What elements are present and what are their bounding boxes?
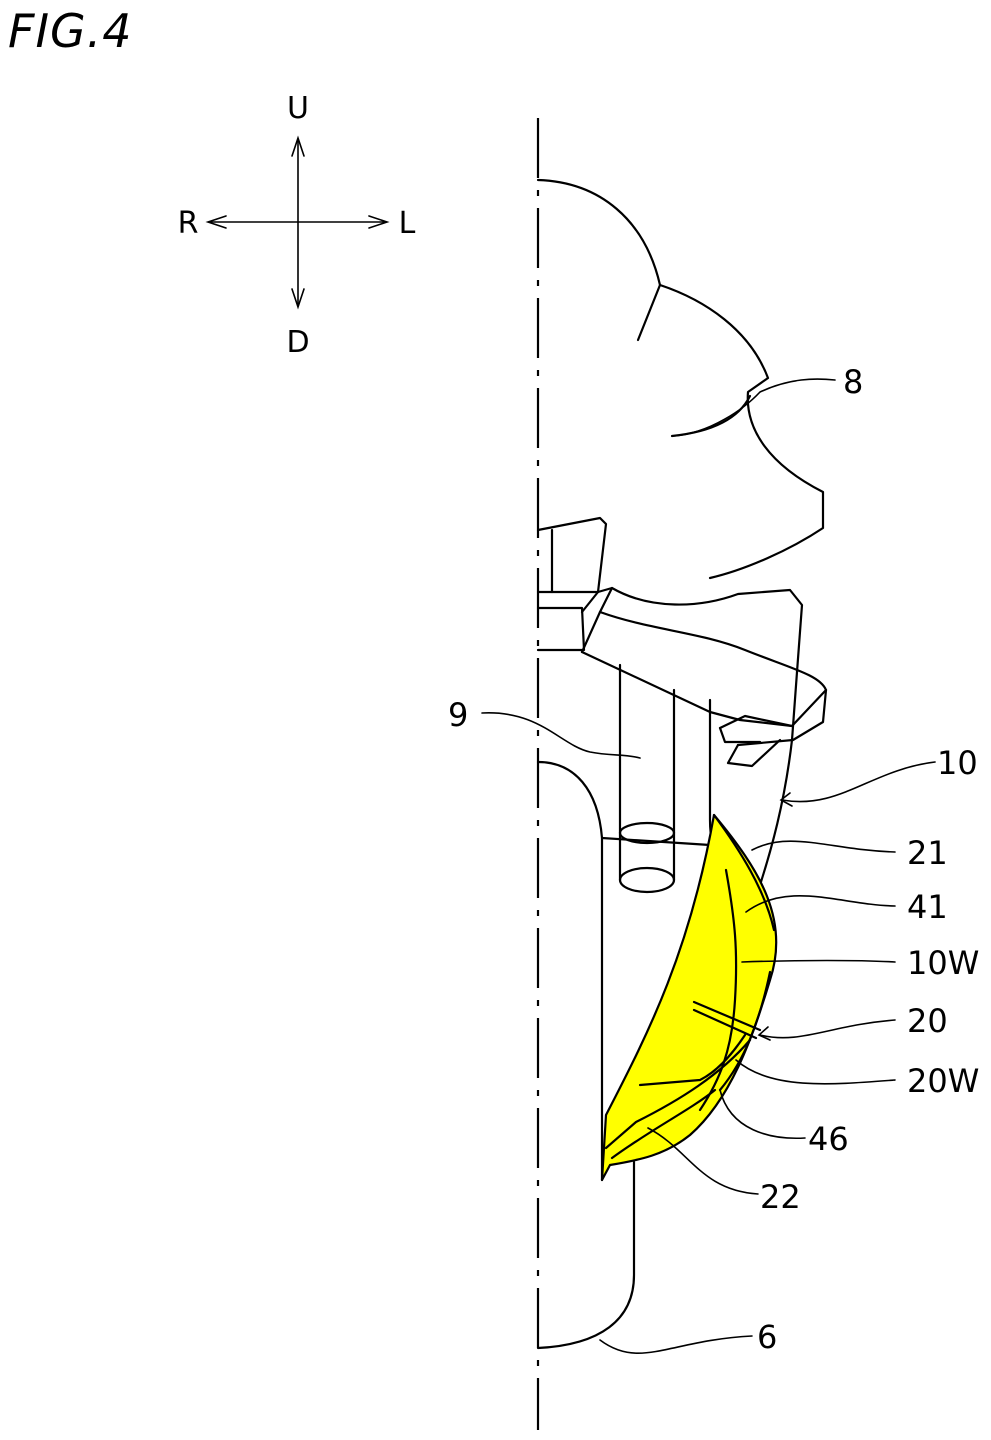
label-20W: 20W (907, 1062, 979, 1100)
label-10: 10 (937, 744, 978, 782)
direction-left-label: L (399, 206, 416, 241)
label-22: 22 (760, 1178, 801, 1216)
label-46: 46 (808, 1120, 849, 1158)
label-21: 21 (907, 834, 948, 872)
direction-right-label: R (178, 206, 199, 241)
direction-down-label: D (286, 325, 309, 360)
label-10W: 10W (907, 944, 979, 982)
direction-up-label: U (287, 91, 309, 126)
pipe (618, 663, 676, 894)
label-9: 9 (448, 696, 468, 734)
label-6: 6 (757, 1318, 777, 1356)
highlighted-part (600, 813, 778, 1182)
leader-lines (481, 378, 936, 1354)
figure-title: FIG.4 (8, 4, 133, 58)
label-8: 8 (843, 363, 863, 401)
direction-indicator: U D R L (178, 91, 416, 360)
upper-bracket (536, 516, 828, 768)
head-outline (536, 178, 825, 580)
reference-labels: 8 9 10 21 41 10W 20 20W 46 22 6 (448, 363, 979, 1356)
label-20: 20 (907, 1002, 948, 1040)
label-41: 41 (907, 888, 948, 926)
